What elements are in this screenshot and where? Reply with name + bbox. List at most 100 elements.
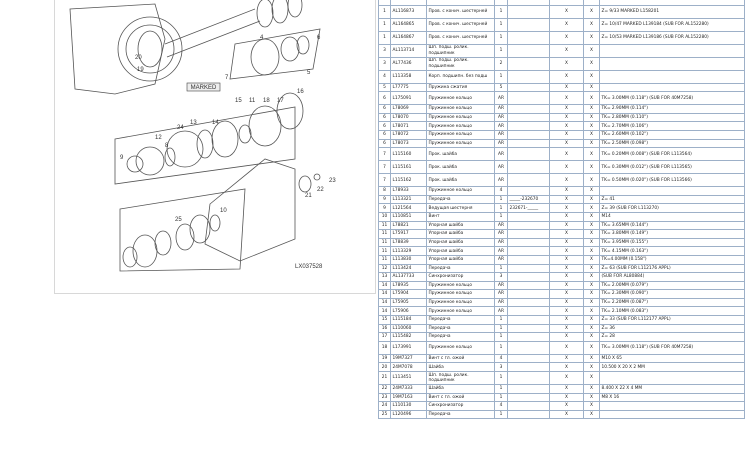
cell-ref: 14 — [378, 280, 391, 291]
callout-number: 15 — [235, 98, 242, 104]
cell-serial — [507, 30, 550, 45]
cell-name: Пружина сжатия — [426, 82, 495, 93]
cell-ref: 11 — [378, 254, 391, 265]
cell-remarks: TK= 2.90MM (0.114") — [599, 104, 745, 114]
cell-name: Винт с гл. ожой — [426, 353, 495, 364]
cell-name: Синхронизатор — [426, 272, 495, 282]
cell-part: L78069 — [390, 104, 427, 114]
cell-name: Передача — [426, 194, 495, 205]
cell-name: Передача — [426, 315, 495, 325]
cell-name: Пружинное кольцо — [426, 138, 495, 149]
cell-c1: X — [549, 121, 584, 131]
cell-serial — [507, 246, 550, 256]
cell-serial — [507, 211, 550, 222]
cell-name: Синхронизатор — [426, 401, 495, 411]
cell-part: AL77436 — [390, 56, 427, 71]
cell-remarks: TK= 2.10MM (0.083") — [599, 306, 745, 317]
cell-qty: 1 — [494, 332, 508, 342]
cell-c2: X — [583, 43, 600, 58]
cell-ref: 11 — [378, 229, 391, 239]
cell-name: Ведущая шестерня — [426, 203, 495, 213]
callout-number: 23 — [329, 178, 336, 184]
cell-remarks: TK= 3.95MM (0.155") — [599, 237, 745, 248]
cell-c2: X — [583, 203, 600, 213]
cell-serial — [507, 297, 550, 308]
cell-qty: 1 — [494, 211, 508, 222]
cell-serial: 232671-_____ — [507, 203, 550, 213]
cell-c1: X — [549, 401, 584, 411]
cell-name: Передача — [426, 332, 495, 342]
cell-qty: 1 — [494, 263, 508, 274]
cell-c1: X — [549, 82, 584, 93]
cell-remarks — [599, 56, 745, 71]
cell-remarks: Z= 36 — [599, 323, 745, 334]
lower-gears — [122, 173, 321, 268]
cell-name: Прок. шайба — [426, 160, 495, 175]
cell-qty: 1 — [494, 194, 508, 205]
cell-c1: X — [549, 56, 584, 71]
cell-remarks: M14 — [599, 211, 745, 222]
cell-c2: X — [583, 401, 600, 411]
cell-part: L75917 — [390, 229, 427, 239]
cell-remarks: TK= 2.30MM (0.090") — [599, 289, 745, 299]
cell-qty: 1 — [494, 315, 508, 325]
cell-name: Прок. шайба — [426, 173, 495, 188]
cell-ref: 21 — [378, 371, 391, 386]
cell-c1: X — [549, 129, 584, 140]
cell-remarks: TK= 0.50MM (0.020") (SUB FOR L113566) — [599, 173, 745, 188]
cell-c2: X — [583, 272, 600, 282]
cell-part: L115482 — [390, 332, 427, 342]
cell-ref: 1 — [378, 4, 391, 19]
cell-c1: X — [549, 371, 584, 386]
cell-part: AL164865 — [390, 17, 427, 32]
cell-qty: AR — [494, 220, 508, 231]
cell-serial — [507, 392, 550, 403]
cell-name: Шайба — [426, 362, 495, 373]
cell-part: L75904 — [390, 289, 427, 299]
callout-number: 25 — [175, 217, 182, 223]
cell-c2: X — [583, 220, 600, 231]
cell-serial — [507, 82, 550, 93]
cell-c1: X — [549, 229, 584, 239]
cell-c1: X — [549, 315, 584, 325]
ring-gear — [117, 16, 183, 82]
cell-qty: AR — [494, 246, 508, 256]
cell-c2: X — [583, 160, 600, 175]
cell-c1: X — [549, 263, 584, 274]
callout-number: 13 — [190, 120, 197, 126]
pinion-shaft — [164, 8, 261, 58]
cell-ref: 23 — [378, 392, 391, 403]
cell-qty: 1 — [494, 43, 508, 58]
callout-number: 6 — [317, 35, 321, 41]
cell-qty: 4 — [494, 401, 508, 411]
callout-number: 12 — [155, 135, 162, 141]
cell-ref: 20 — [378, 362, 391, 373]
cell-ref: 10 — [378, 211, 391, 222]
cell-c1: X — [549, 272, 584, 282]
cell-name: Шп. подш. ролик. подшипник — [426, 56, 495, 71]
cell-part: L78070 — [390, 112, 427, 123]
cell-c1: X — [549, 220, 584, 231]
cell-c2: X — [583, 323, 600, 334]
cell-remarks — [599, 371, 745, 386]
cell-remarks — [599, 82, 745, 93]
cell-ref: 6 — [378, 129, 391, 140]
cell-name: Винт с гл. ожой — [426, 392, 495, 403]
cell-ref: 11 — [378, 246, 391, 256]
cell-c1: X — [549, 160, 584, 175]
cell-part: AL137733 — [390, 272, 427, 282]
cell-serial — [507, 323, 550, 334]
cell-part: L120496 — [390, 409, 427, 420]
cell-serial — [507, 17, 550, 32]
